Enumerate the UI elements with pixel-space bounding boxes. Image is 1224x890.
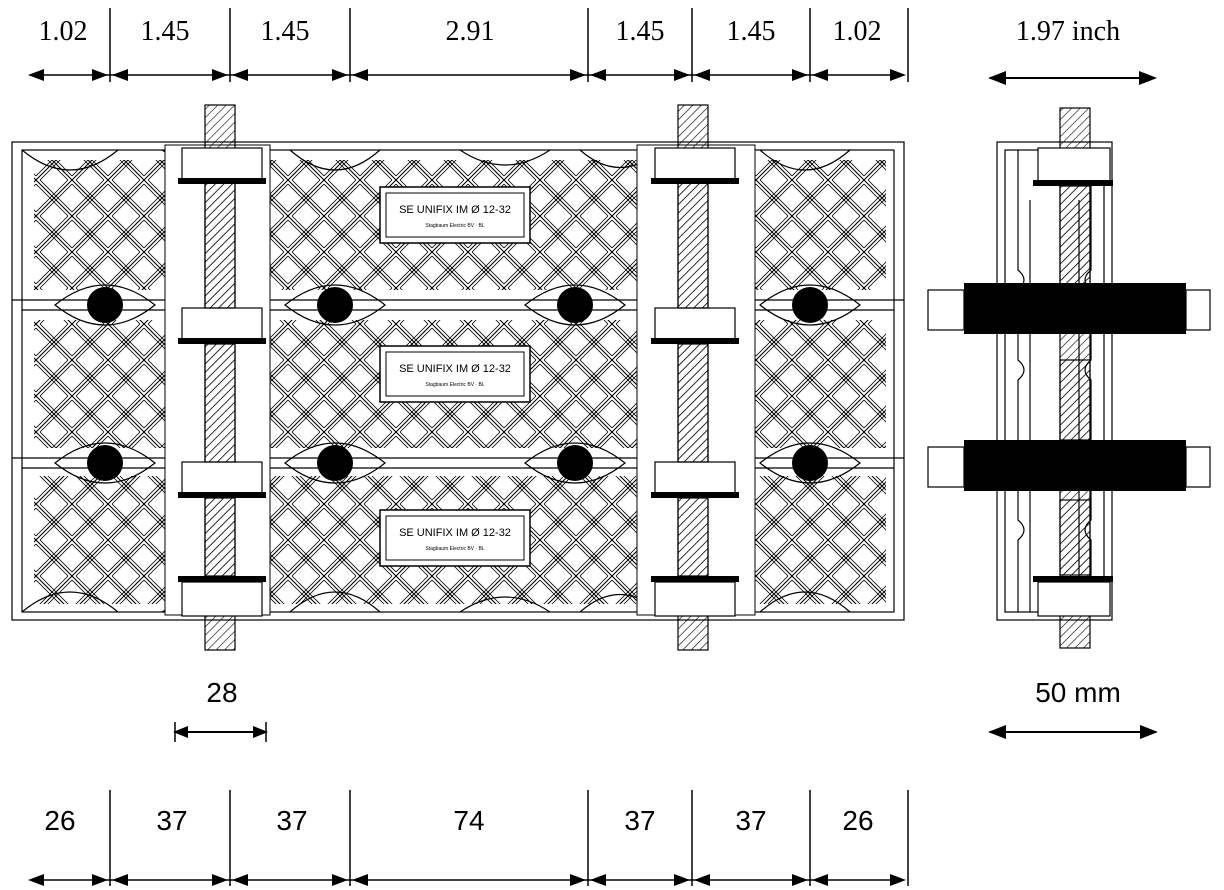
top-dim-5: 1.45 [616,16,665,47]
bottom-dim-2: 37 [156,805,187,836]
bolt-right [636,104,756,651]
top-dim-4: 2.91 [446,16,495,47]
bottom-dimension-row: 26 37 37 74 37 37 26 [28,790,909,886]
cable-holes-row-1 [54,284,861,326]
side-width-mm-dimension: 50 mm [988,677,1158,739]
top-dimension-row: 1.02 1.45 1.45 2.91 1.45 1.45 1.02 [28,8,909,82]
label-plate-1: SE UNIFIX IM Ø 12-32 Stagbaum Electric B… [379,186,531,244]
top-dim-2: 1.45 [141,16,190,47]
bottom-dim-1: 26 [44,805,75,836]
side-view-cleat-stack [927,107,1211,649]
bottom-dim-5: 37 [624,805,655,836]
label-plate-2: SE UNIFIX IM Ø 12-32 Stagbaum Electric B… [379,345,531,403]
bottom-dim-4: 74 [453,805,484,836]
label-plate-3-title: SE UNIFIX IM Ø 12-32 [399,527,511,539]
side-cable-lower [927,440,1211,491]
bottom-dim-6: 37 [735,805,766,836]
side-width-mm-label: 50 mm [1035,677,1121,708]
side-width-inch-dimension: 1.97 inch [988,16,1157,85]
label-plate-1-subtitle: Stagbaum Electric BV · BL [425,223,484,229]
label-plate-2-subtitle: Stagbaum Electric BV · BL [425,382,484,388]
label-plate-3: SE UNIFIX IM Ø 12-32 Stagbaum Electric B… [379,509,531,567]
top-dim-6: 1.45 [727,16,776,47]
cable-holes-row-2 [54,442,861,484]
bolt-dimension: 28 [173,677,268,742]
bottom-dim-3: 37 [276,805,307,836]
label-plate-3-subtitle: Stagbaum Electric BV · BL [425,546,484,552]
label-plate-1-title: SE UNIFIX IM Ø 12-32 [399,204,511,216]
top-dim-7: 1.02 [833,16,882,47]
top-dim-1: 1.02 [39,16,88,47]
top-dim-3: 1.45 [261,16,310,47]
front-view-cleat-stack: SE UNIFIX IM Ø 12-32 Stagbaum Electric B… [11,104,905,651]
label-plate-2-title: SE UNIFIX IM Ø 12-32 [399,363,511,375]
bottom-dim-7: 26 [842,805,873,836]
side-width-inch-label: 1.97 inch [1016,16,1120,47]
side-cable-upper [927,283,1211,334]
bolt-left [164,104,271,651]
bolt-dimension-label: 28 [206,677,237,708]
